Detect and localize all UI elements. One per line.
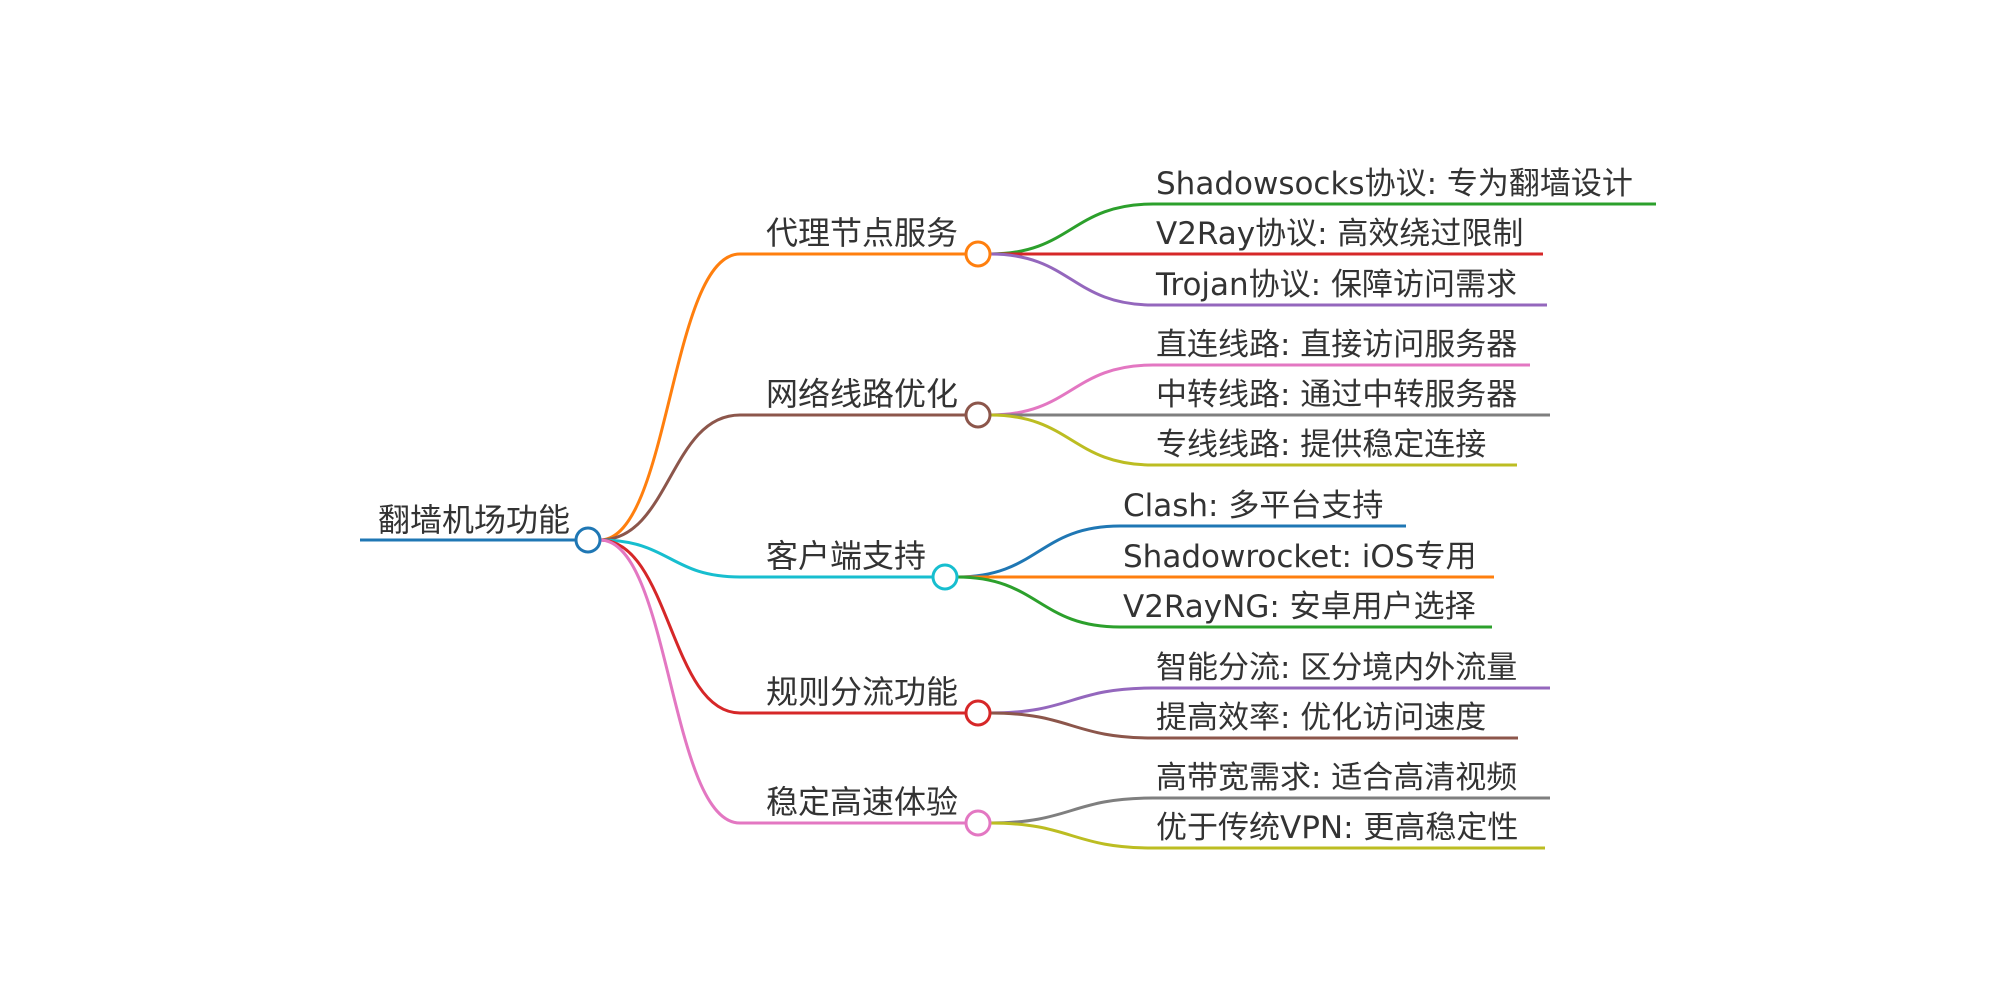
edges-layer [360, 202, 1656, 850]
leaf-label: Trojan协议: 保障访问需求 [1155, 267, 1517, 303]
leaf-connector [989, 363, 1530, 417]
leaf-connector [989, 413, 1517, 467]
leaf-label: Clash: 多平台支持 [1123, 488, 1383, 524]
branch-connector [599, 252, 966, 542]
leaf-label: 直连线路: 直接访问服务器 [1156, 327, 1517, 363]
branch-connector [599, 538, 933, 579]
leaf-label: 高带宽需求: 适合高清视频 [1156, 760, 1517, 796]
leaf-label: V2Ray协议: 高效绕过限制 [1156, 216, 1523, 252]
leaf-connector [956, 575, 1492, 629]
leaf-label: Shadowrocket: iOS专用 [1123, 539, 1476, 575]
leaf-label: 优于传统VPN: 更高稳定性 [1156, 810, 1518, 846]
branch-label: 代理节点服务 [766, 214, 958, 252]
leaf-label: V2RayNG: 安卓用户选择 [1123, 589, 1476, 625]
leaf-label: 专线线路: 提供稳定连接 [1156, 427, 1486, 463]
branch-label: 客户端支持 [766, 537, 926, 575]
branch-label: 网络线路优化 [766, 375, 958, 413]
root-label: 翻墙机场功能 [378, 501, 570, 539]
nodes-layer: 翻墙机场功能 代理节点服务 Shadowsocks协议: 专为翻墙设计 V2Ray协议… [378, 166, 1633, 846]
branch-connector [599, 538, 966, 715]
branch-connector [599, 538, 966, 825]
root-node-circle[interactable] [574, 526, 602, 554]
leaf-connector [989, 711, 1518, 740]
branch-connector [599, 413, 966, 542]
leaf-label: 中转线路: 通过中转服务器 [1156, 377, 1517, 413]
leaf-connector [989, 796, 1550, 825]
leaf-connector [989, 686, 1550, 715]
leaf-connector [989, 821, 1545, 850]
branch-node-circle[interactable] [931, 563, 959, 591]
branch-node-circle[interactable] [964, 401, 992, 429]
branch-label: 稳定高速体验 [766, 783, 958, 821]
branch-node-circle[interactable] [964, 240, 992, 268]
leaf-connector [989, 252, 1547, 307]
branch-label: 规则分流功能 [766, 673, 958, 711]
leaf-label: 智能分流: 区分境内外流量 [1156, 650, 1517, 686]
branch-node-circle[interactable] [964, 809, 992, 837]
leaf-connector [956, 524, 1406, 579]
leaf-connector [989, 202, 1656, 256]
leaf-label: Shadowsocks协议: 专为翻墙设计 [1156, 166, 1633, 202]
branch-node-circle[interactable] [964, 699, 992, 727]
leaf-label: 提高效率: 优化访问速度 [1156, 700, 1486, 736]
